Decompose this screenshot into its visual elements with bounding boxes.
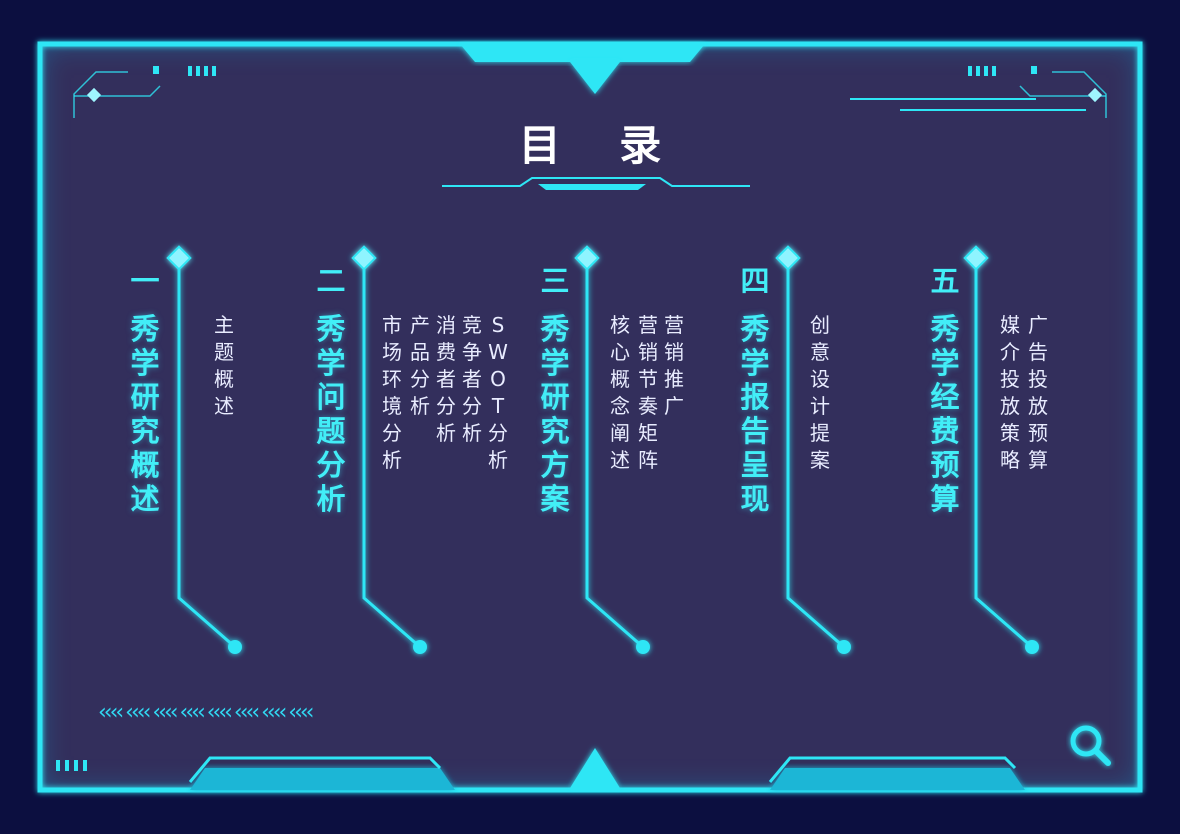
section-end-dot bbox=[228, 640, 242, 654]
section-subitem: 产品分析 bbox=[410, 313, 430, 418]
section-subitem: 竞争者分析 bbox=[462, 313, 482, 445]
section-subitem: 营销推广 bbox=[664, 313, 684, 418]
section-subitem: 市场环境分析 bbox=[382, 313, 402, 472]
section-diamond-marker bbox=[351, 245, 377, 271]
section-diamond-marker bbox=[166, 245, 192, 271]
bottom-bar-left bbox=[190, 768, 455, 790]
section-number: 五 bbox=[930, 264, 960, 298]
section-number: 二 bbox=[316, 264, 346, 298]
section-title: 秀学问题分析 bbox=[316, 312, 346, 516]
section-end-dot bbox=[636, 640, 650, 654]
section-diamond-marker bbox=[574, 245, 600, 271]
section-title: 秀学报告呈现 bbox=[740, 312, 770, 516]
section-title: 秀学经费预算 bbox=[930, 312, 960, 516]
section-subitem: 营销节奏矩阵 bbox=[638, 313, 658, 472]
section-subitem: 消费者分析 bbox=[436, 313, 456, 445]
section-diamond-marker bbox=[963, 245, 989, 271]
section-number: 一 bbox=[130, 264, 160, 298]
top-triangle bbox=[570, 62, 620, 94]
section-connector-line bbox=[585, 258, 644, 649]
section-subitem: 广告投放预算 bbox=[1028, 313, 1048, 472]
section-subitem: 媒介投放策略 bbox=[1000, 313, 1020, 472]
section-subitem: 主题概述 bbox=[214, 313, 234, 418]
chevron-row-decoration: ‹‹‹‹ ‹‹‹‹ ‹‹‹‹ ‹‹‹‹ ‹‹‹‹ ‹‹‹‹ ‹‹‹‹ ‹‹‹‹ bbox=[98, 700, 314, 725]
section-subitem: 核心概念阐述 bbox=[610, 313, 630, 472]
section-number: 四 bbox=[740, 264, 770, 298]
section-end-dot bbox=[837, 640, 851, 654]
section-end-dot bbox=[1025, 640, 1039, 654]
top-notch bbox=[460, 44, 705, 62]
content-panel bbox=[38, 42, 1142, 792]
search-icon bbox=[1070, 725, 1111, 766]
section-subitem: 创意设计提案 bbox=[810, 313, 830, 472]
section-connector-line bbox=[974, 258, 1033, 649]
section-diamond-marker bbox=[775, 245, 801, 271]
section-number: 三 bbox=[540, 264, 570, 298]
section-title: 秀学研究方案 bbox=[540, 312, 570, 516]
section-connector-line bbox=[786, 258, 845, 649]
bottom-bar-right bbox=[770, 768, 1025, 790]
section-connector-line bbox=[362, 258, 421, 649]
bottom-triangle bbox=[570, 748, 620, 788]
section-title: 秀学研究概述 bbox=[130, 312, 160, 516]
section-subitem: SWOT分析 bbox=[488, 313, 508, 472]
page-title: 目 录 bbox=[518, 121, 684, 170]
section-connector-line bbox=[177, 258, 236, 649]
section-end-dot bbox=[413, 640, 427, 654]
